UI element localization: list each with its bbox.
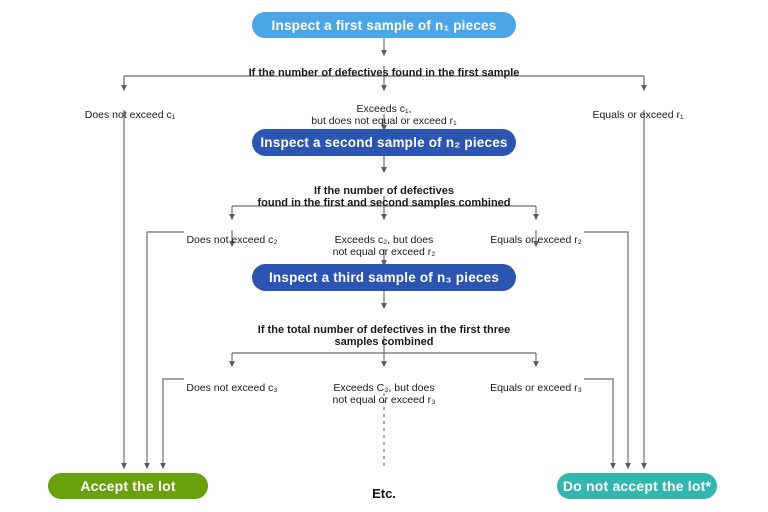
stage2-branch-right-text: Equals or exceed r₂ <box>490 233 582 246</box>
wire-s2-left-elbow <box>144 231 184 470</box>
continuation-text: Etc. <box>372 485 396 501</box>
stage1-question: If the number of defectives found in the… <box>174 54 594 79</box>
stage2-question: If the number of defectives found in the… <box>174 172 594 210</box>
wire-s3-left-elbow <box>160 378 184 470</box>
box-third-sample-label: Inspect a third sample of n₃ pieces <box>268 270 500 285</box>
stage1-branch-right-text: Equals or exceed r₁ <box>592 108 684 121</box>
stage1-question-text: If the number of defectives found in the… <box>248 66 520 79</box>
stage2-branch-right: Equals or exceed r₂ <box>446 221 626 246</box>
stage2-branch-center-text: Exceeds c₂, but does not equal or exceed… <box>332 233 436 259</box>
stage3-branch-left-text: Does not exceed c₃ <box>186 381 278 394</box>
stage3-branch-center: Exceeds C₃, but does not equal or exceed… <box>284 369 484 407</box>
stage1-branch-right: Equals or exceed r₁ <box>543 96 733 121</box>
stage1-branch-center-text: Exceeds c₁, but does not equal or exceed… <box>311 102 457 128</box>
stage1-branch-left-text: Does not exceed c₁ <box>84 108 176 121</box>
box-third-sample[interactable]: Inspect a third sample of n₃ pieces <box>252 264 516 291</box>
wire-s2-right-elbow <box>584 231 631 470</box>
stage1-branch-center: Exceeds c₁, but does not equal or exceed… <box>269 90 499 128</box>
continuation-label: Etc. <box>344 475 424 500</box>
stage2-branch-left: Does not exceed c₂ <box>142 221 322 246</box>
stage2-question-text: If the number of defectives found in the… <box>257 184 511 210</box>
box-first-sample-label: Inspect a first sample of n₁ pieces <box>271 17 497 33</box>
box-accept-the-lot[interactable]: Accept the lot <box>48 473 208 499</box>
wire-s3-right-elbow <box>584 378 616 470</box>
stage3-branch-right-text: Equals or exceed r₃ <box>490 381 582 394</box>
stage3-branch-center-text: Exceeds C₃, but does not equal or exceed… <box>332 381 436 407</box>
box-first-sample[interactable]: Inspect a first sample of n₁ pieces <box>252 12 516 38</box>
stage3-question: If the total number of defectives in the… <box>174 311 594 349</box>
stage2-branch-center: Exceeds c₂, but does not equal or exceed… <box>284 221 484 259</box>
box-accept-label: Accept the lot <box>80 478 176 494</box>
box-second-sample-label: Inspect a second sample of n₂ pieces <box>260 135 508 150</box>
box-second-sample[interactable]: Inspect a second sample of n₂ pieces <box>252 129 516 156</box>
stage2-branch-left-text: Does not exceed c₂ <box>186 233 278 246</box>
box-reject-label: Do not accept the lot* <box>562 478 712 494</box>
stage3-branch-right: Equals or exceed r₃ <box>446 369 626 394</box>
stage3-branch-left: Does not exceed c₃ <box>142 369 322 394</box>
box-do-not-accept-the-lot[interactable]: Do not accept the lot* <box>557 473 717 499</box>
stage1-branch-left: Does not exceed c₁ <box>35 96 225 121</box>
stage3-question-text: If the total number of defectives in the… <box>257 323 511 349</box>
